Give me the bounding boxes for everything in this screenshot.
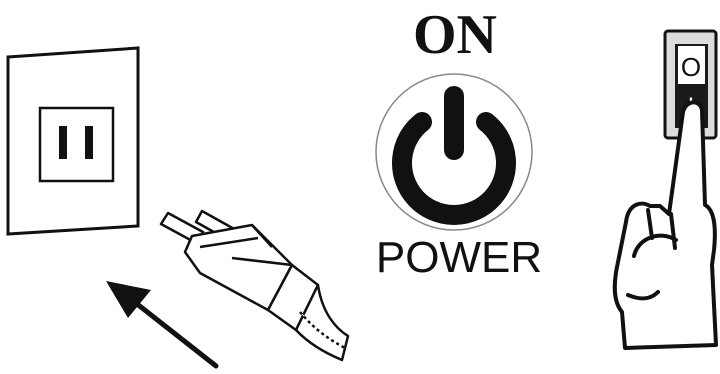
power-label: POWER bbox=[376, 233, 542, 282]
arrow-icon bbox=[106, 281, 216, 366]
plug-icon bbox=[161, 211, 348, 360]
on-heading: ON bbox=[413, 4, 497, 66]
power-button-icon bbox=[376, 74, 532, 230]
wall-outlet-icon bbox=[8, 48, 138, 234]
pointing-hand-icon bbox=[615, 102, 716, 348]
switch-off-symbol: O bbox=[681, 52, 701, 82]
